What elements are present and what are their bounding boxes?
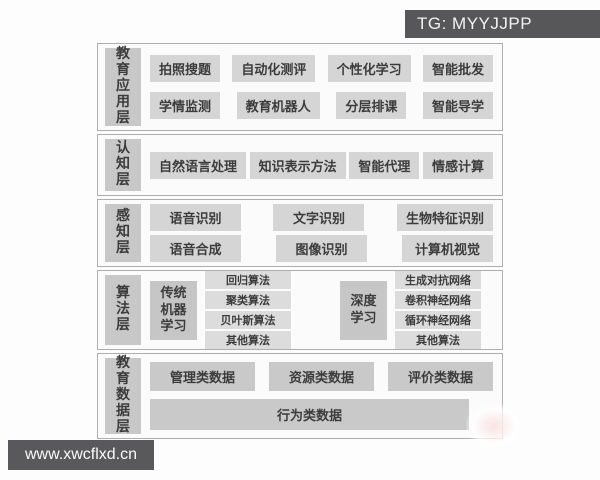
layer-item: 智能代理	[349, 151, 420, 179]
layer-item: 智能批发	[422, 54, 493, 82]
group-traditional-ml: 传统机器学习 回归算法 聚类算法 贝叶斯算法 其他算法	[150, 271, 291, 349]
layer-item: 计算机视觉	[402, 235, 493, 262]
layer-item: 拍照搜题	[150, 54, 221, 82]
layer-content-algorithm: 传统机器学习 回归算法 聚类算法 贝叶斯算法 其他算法 深度学习 生成对抗网络 …	[150, 271, 493, 349]
layer-content-perception: 语音识别 文字识别 生物特征识别 语音合成 图像识别 计算机视觉	[150, 200, 493, 266]
layer-item: 循环神经网络	[395, 311, 481, 329]
layer-label-text: 感知层	[116, 208, 130, 257]
layer-item: 分层排课	[336, 92, 407, 120]
layer-item: 语音合成	[150, 235, 241, 262]
layer-content-education-application: 拍照搜题 自动化测评 个性化学习 智能批发 学情监测 教育机器人 分层排课 智能…	[150, 44, 493, 130]
layer-item: 智能导学	[422, 92, 493, 120]
perception-row-1: 语音识别 文字识别 生物特征识别	[150, 204, 493, 231]
layer-item: 教育机器人	[236, 92, 320, 120]
group-label-traditional-ml: 传统机器学习	[150, 280, 197, 340]
layer-item: 其他算法	[395, 331, 481, 349]
layer-item: 自动化测评	[232, 54, 316, 82]
layer-item: 卷积神经网络	[395, 291, 481, 309]
layer-item: 情感计算	[422, 151, 493, 179]
group-items-traditional-ml: 回归算法 聚类算法 贝叶斯算法 其他算法	[205, 271, 291, 349]
layer-label-text: 教育应用层	[116, 46, 130, 127]
data-row-1: 管理类数据 资源类数据 评价类数据	[150, 362, 493, 391]
layer-label-education-application: 教育应用层	[105, 46, 141, 127]
site-watermark: www.xwcflxd.cn	[8, 440, 154, 470]
layer-item: 评价类数据	[387, 362, 493, 391]
telegram-badge: TG: MYYJJPP	[405, 10, 600, 38]
layer-item: 自然语言处理	[150, 151, 247, 179]
cognition-row: 自然语言处理 知识表示方法 智能代理 情感计算	[150, 151, 493, 179]
layer-item-behavior-data: 行为类数据	[150, 399, 469, 430]
layer-item: 管理类数据	[150, 362, 256, 391]
application-row-1: 拍照搜题 自动化测评 个性化学习 智能批发	[150, 54, 493, 82]
layer-content-cognition: 自然语言处理 知识表示方法 智能代理 情感计算	[150, 135, 493, 195]
layer-item: 语音识别	[150, 204, 241, 231]
layer-item: 图像识别	[276, 235, 367, 262]
layer-item: 资源类数据	[268, 362, 374, 391]
layer-perception: 感知层 语音识别 文字识别 生物特征识别 语音合成 图像识别 计算机视觉	[97, 199, 503, 267]
layer-label-education-data: 教育数据层	[105, 355, 141, 436]
application-row-2: 学情监测 教育机器人 分层排课 智能导学	[150, 92, 493, 120]
layer-label-algorithm: 算法层	[105, 275, 141, 345]
layer-item: 知识表示方法	[249, 151, 346, 179]
layer-item: 其他算法	[205, 331, 291, 349]
layer-label-text: 教育数据层	[116, 355, 130, 436]
group-label-text: 深度学习	[350, 293, 377, 325]
layer-education-data: 教育数据层 管理类数据 资源类数据 评价类数据 行为类数据	[97, 353, 503, 439]
group-label-deep-learning: 深度学习	[340, 280, 387, 340]
group-items-deep-learning: 生成对抗网络 卷积神经网络 循环神经网络 其他算法	[395, 271, 481, 349]
layer-item: 贝叶斯算法	[205, 311, 291, 329]
layer-label-perception: 感知层	[105, 204, 141, 262]
layer-algorithm: 算法层 传统机器学习 回归算法 聚类算法 贝叶斯算法 其他算法 深度学习	[97, 270, 503, 350]
layer-label-text: 认知层	[116, 140, 130, 189]
algorithm-groups: 传统机器学习 回归算法 聚类算法 贝叶斯算法 其他算法 深度学习 生成对抗网络 …	[150, 271, 493, 349]
layer-item: 个性化学习	[327, 54, 411, 82]
layer-item: 回归算法	[205, 271, 291, 289]
layer-content-education-data: 管理类数据 资源类数据 评价类数据 行为类数据	[150, 354, 493, 438]
layer-label-cognition: 认知层	[105, 139, 141, 191]
group-label-text: 传统机器学习	[160, 284, 187, 334]
layer-item: 文字识别	[273, 204, 365, 231]
layer-item: 学情监测	[150, 92, 221, 120]
layer-item: 生物特征识别	[396, 204, 493, 231]
layer-cognition: 认知层 自然语言处理 知识表示方法 智能代理 情感计算	[97, 134, 503, 196]
layer-label-text: 算法层	[116, 285, 130, 334]
group-deep-learning: 深度学习 生成对抗网络 卷积神经网络 循环神经网络 其他算法	[340, 271, 481, 349]
layer-item: 生成对抗网络	[395, 271, 481, 289]
layer-item: 聚类算法	[205, 291, 291, 309]
layer-education-application: 教育应用层 拍照搜题 自动化测评 个性化学习 智能批发 学情监测 教育机器人 分…	[97, 43, 503, 131]
perception-row-2: 语音合成 图像识别 计算机视觉	[150, 235, 493, 262]
